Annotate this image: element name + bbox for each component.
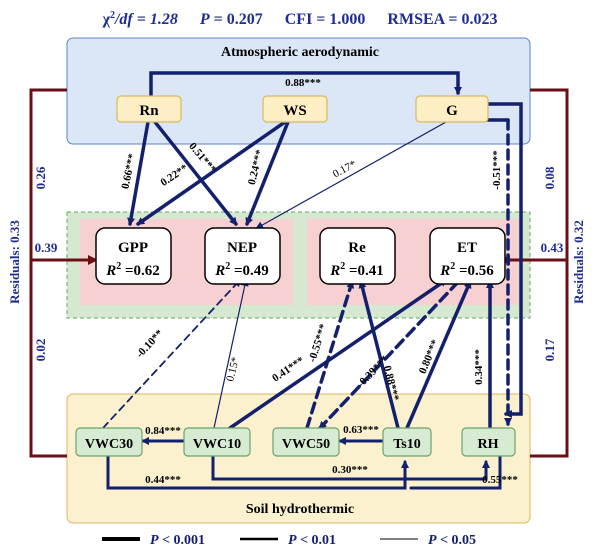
- atmospheric-group-label: Atmospheric aerodynamic: [221, 45, 379, 60]
- right-side-connector: [500, 88, 569, 458]
- legend-item-1: P < 0.001: [150, 533, 205, 548]
- path-vwc30-ts10: [106, 454, 409, 490]
- path-rn-gpp: [127, 120, 150, 226]
- legend-item-3: P < 0.05: [428, 533, 476, 548]
- right-top-coef: 0.08: [542, 166, 557, 189]
- soil-group-label: Soil hydrothermic: [246, 502, 354, 517]
- path-vwc10-nep: [213, 278, 249, 429]
- left-bottom-coef: 0.02: [33, 339, 48, 362]
- node-rn: Rn: [116, 95, 182, 123]
- node-gpp-r2: R2 =0.62: [105, 261, 160, 279]
- node-g-label: G: [446, 103, 458, 119]
- coef-vwc10-vwc30: 0.84***: [145, 425, 181, 437]
- node-vwc30: VWC30: [75, 427, 143, 457]
- path-rn-nep: [153, 120, 238, 226]
- coef-vwc30-ts10: 0.44***: [145, 474, 181, 486]
- p-value: = 0.207: [210, 11, 263, 28]
- coef-ws-gpp: 0.22**: [158, 162, 190, 189]
- coef-g-rh: -0.51***: [491, 150, 503, 190]
- path-ws-nep: [245, 120, 290, 226]
- path-ts10-re: [358, 280, 400, 430]
- coef-vwc50-re: -0.55***: [306, 322, 330, 364]
- node-g: G: [415, 95, 489, 123]
- path-g-rh: [486, 102, 523, 418]
- node-vwc50-label: VWC50: [282, 437, 330, 452]
- legend: P < 0.001 P < 0.01 P < 0.05: [102, 533, 476, 548]
- node-nep: NEP R2 =0.49: [204, 227, 281, 285]
- path-rh-ts10: [409, 454, 502, 490]
- path-rn-g: [149, 71, 462, 98]
- path-vwc10-rh: [211, 454, 490, 481]
- coef-vwc10-rh: 0.30***: [332, 464, 368, 476]
- coef-rn-nep: 0.51***: [186, 141, 218, 176]
- node-vwc30-label: VWC30: [85, 437, 133, 452]
- node-re: Re R2 =0.41: [319, 227, 396, 285]
- path-vwc30-nep: [102, 278, 242, 429]
- right-bottom-coef: 0.17: [542, 338, 557, 361]
- coef-vwc10-nep: 0.15*: [224, 356, 242, 383]
- node-gpp: GPP R2 =0.62: [95, 227, 172, 285]
- cfi-value: CFI = 1.000: [285, 11, 366, 28]
- chi-df: /df = 1.28: [114, 11, 178, 28]
- path-g-nep: [255, 121, 447, 229]
- path-ts10-et: [405, 280, 472, 430]
- node-vwc50: VWC50: [272, 427, 340, 457]
- model-fit-stats: χ2/df = 1.28 P = 0.207 CFI = 1.000 RMSEA…: [102, 10, 498, 28]
- node-re-r2: R2 =0.41: [329, 261, 384, 279]
- right-residuals: Residuals: 0.32: [571, 220, 586, 304]
- node-et-label: ET: [457, 240, 477, 256]
- left-side-connector: [29, 88, 98, 458]
- coef-rh-et: 0.34***: [473, 349, 485, 385]
- path-et-vwc50: [318, 280, 460, 430]
- chi-sup: 2: [110, 10, 115, 21]
- legend-item-2: P < 0.01: [288, 533, 336, 548]
- left-mid-coef: 0.39: [35, 240, 58, 255]
- node-re-label: Re: [348, 240, 366, 256]
- path-ws-gpp: [136, 120, 287, 226]
- coef-rn-g: 0.88***: [285, 77, 321, 89]
- node-rh-label: RH: [478, 437, 499, 452]
- node-rh: RH: [461, 427, 516, 457]
- node-nep-label: NEP: [227, 240, 257, 256]
- path-vwc10-et: [228, 278, 448, 430]
- p-letter: P: [199, 11, 210, 28]
- node-rn-label: Rn: [139, 103, 159, 119]
- node-ts10-label: Ts10: [393, 437, 421, 452]
- rmsea-value: RMSEA = 0.023: [387, 11, 497, 28]
- coef-rh-ts10: 0.55***: [482, 474, 518, 486]
- left-residuals: Residuals: 0.33: [7, 220, 22, 304]
- node-nep-r2: R2 =0.49: [214, 261, 269, 279]
- chi-symbol: χ: [102, 11, 111, 28]
- path-vwc50-re: [305, 280, 355, 430]
- node-ts10: Ts10: [382, 427, 432, 457]
- coef-g-nep: 0.17*: [331, 158, 358, 180]
- coef-vwc30-nep: -0.10**: [134, 327, 166, 360]
- right-mid-coef: 0.43: [541, 240, 564, 255]
- node-ws: WS: [262, 95, 328, 123]
- node-vwc10: VWC10: [183, 427, 251, 457]
- node-et-r2: R2 =0.56: [439, 261, 494, 279]
- node-et: ET R2 =0.56: [429, 227, 506, 285]
- node-vwc10-label: VWC10: [193, 437, 241, 452]
- node-gpp-label: GPP: [118, 240, 148, 256]
- node-ws-label: WS: [283, 103, 306, 119]
- soil-group-box: [66, 393, 531, 524]
- coef-ts10-vwc50: 0.63***: [343, 424, 379, 436]
- left-top-coef: 0.26: [33, 166, 48, 189]
